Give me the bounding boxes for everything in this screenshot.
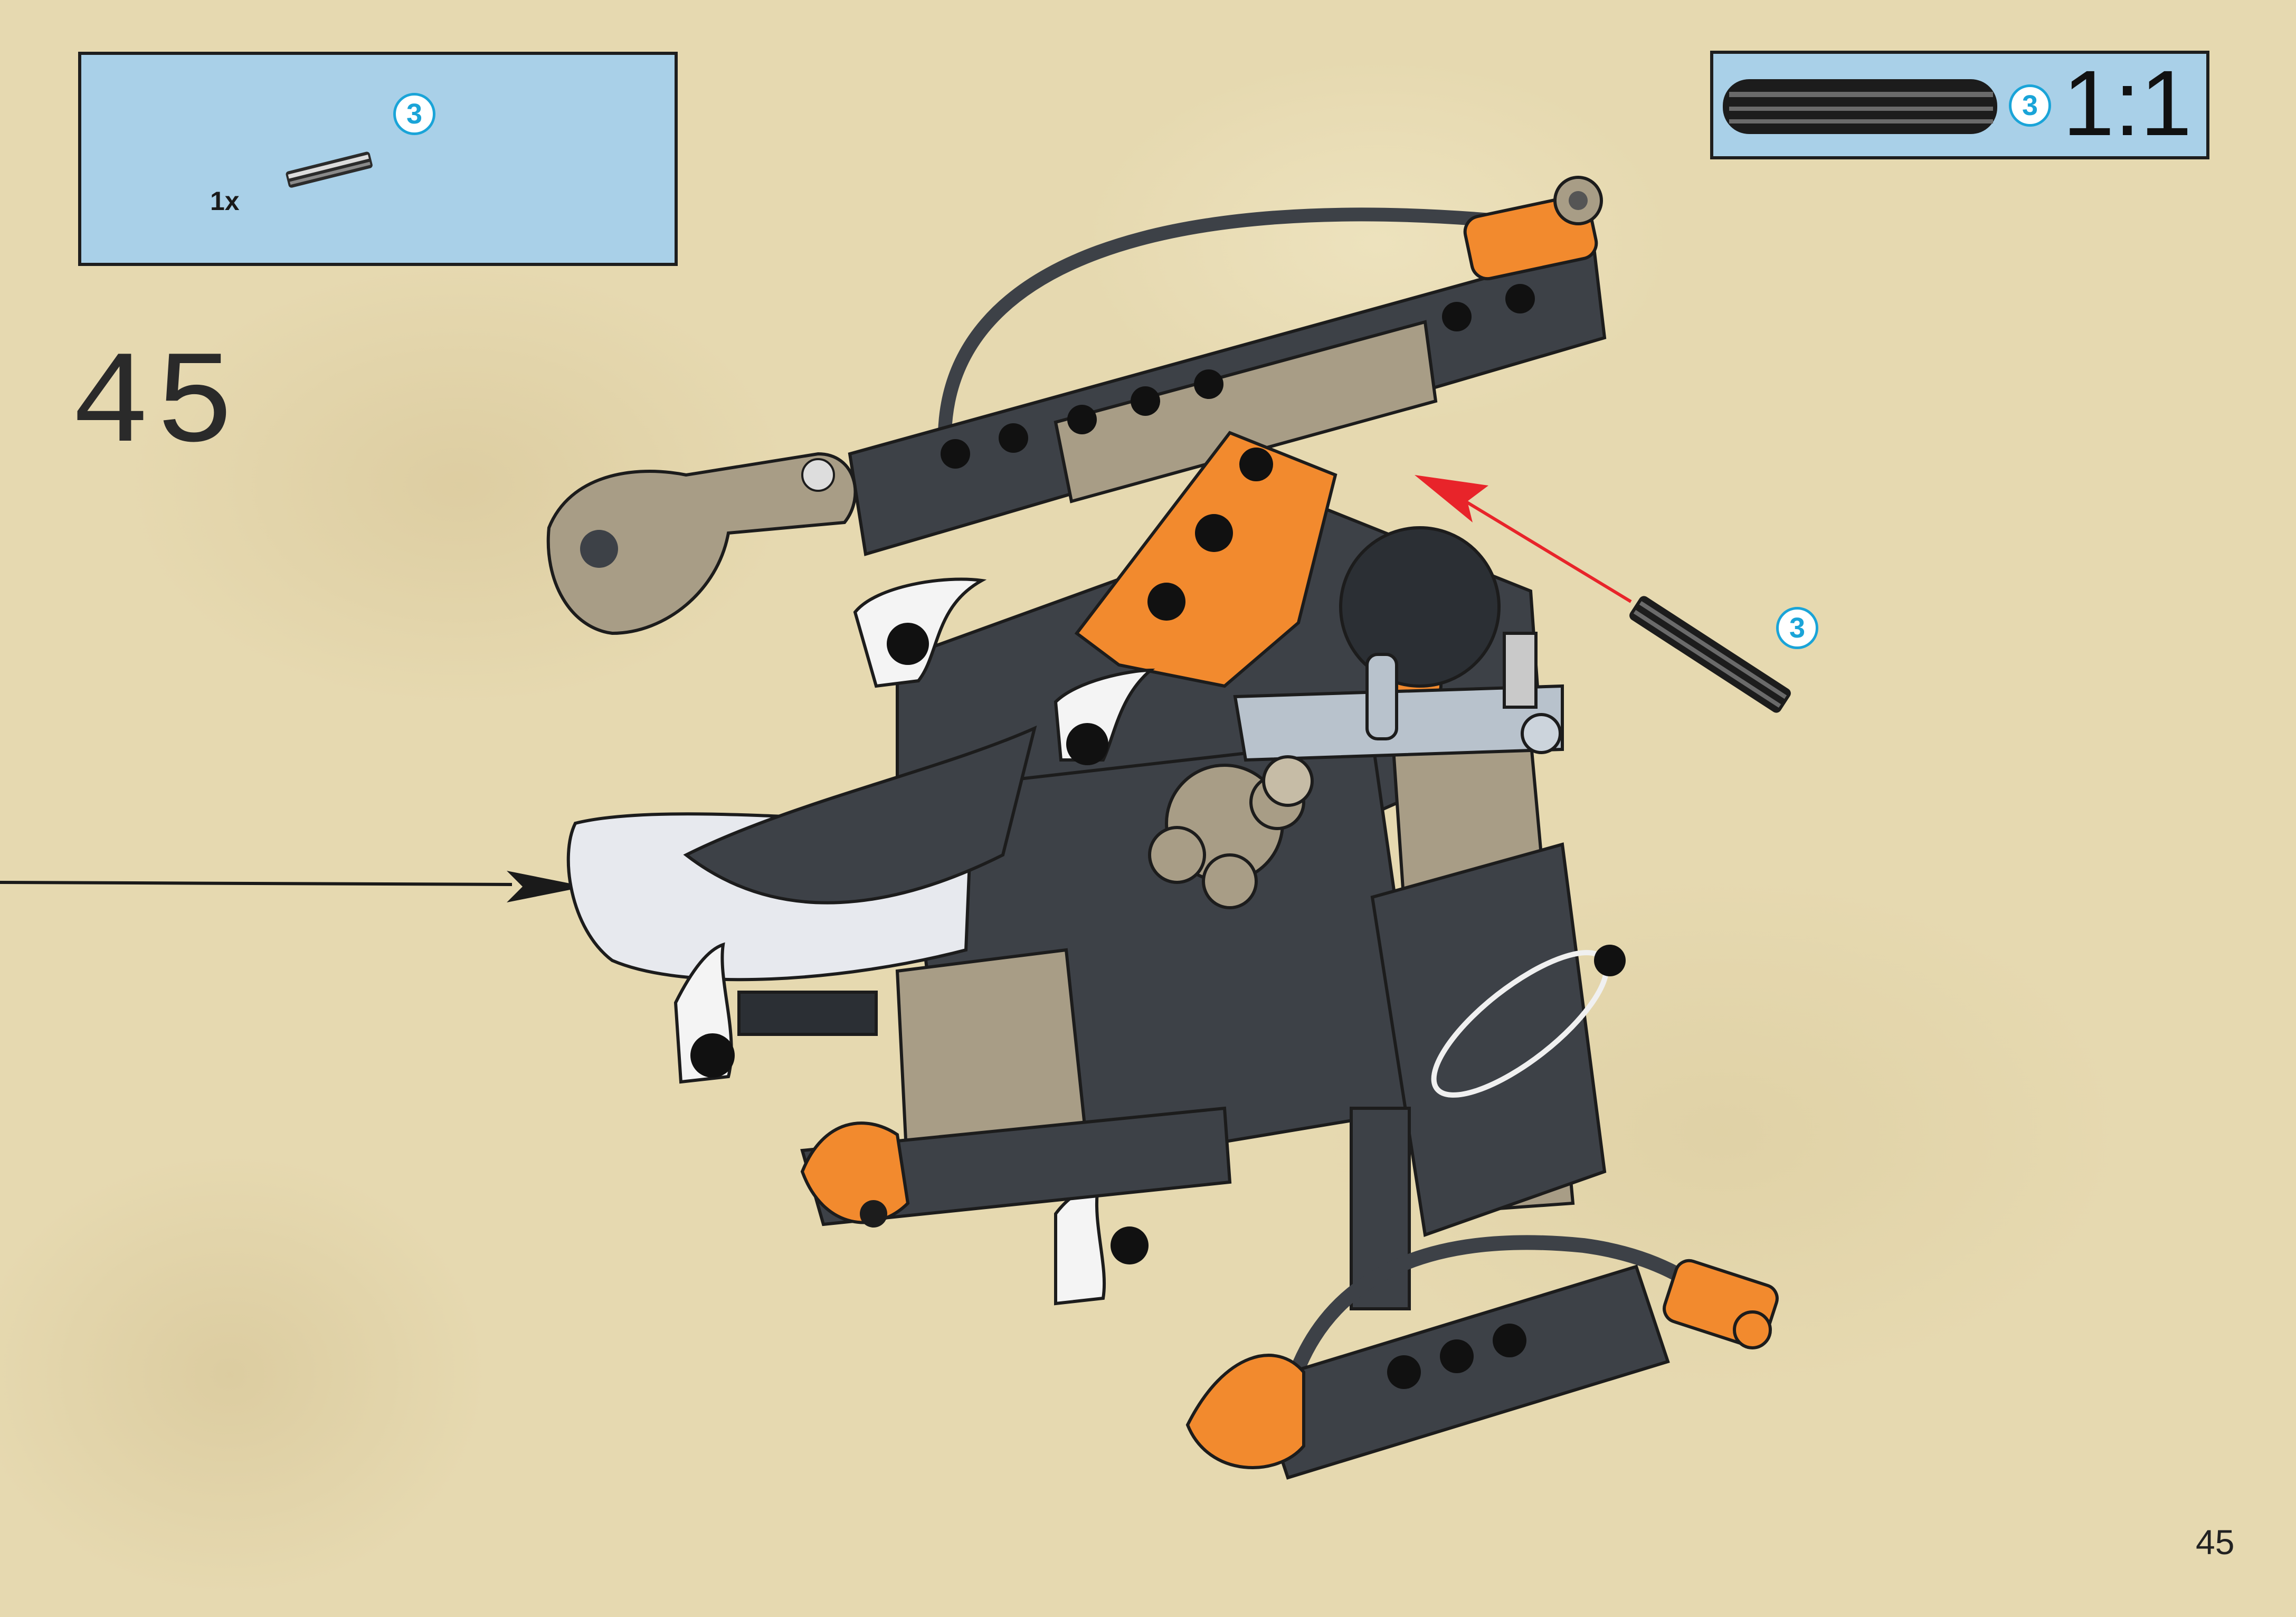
- axle-part-icon: [286, 151, 373, 188]
- scale-callout-badge: 3: [2009, 84, 2051, 127]
- gear: [1339, 526, 1501, 688]
- white-claws: [673, 577, 1155, 1306]
- transparent-blade: [566, 725, 1037, 982]
- parts-list-box: [78, 52, 678, 266]
- tan-claw-left: [546, 452, 857, 635]
- axle-scale-icon: [1723, 79, 1997, 134]
- part-quantity: 1x: [210, 186, 240, 216]
- pin-knob: [1594, 945, 1626, 976]
- insertion-arrow-red: [1415, 475, 1632, 603]
- insertion-arrow-left: [0, 871, 586, 902]
- top-beam: [848, 246, 1607, 556]
- orange-connector-top: [1463, 176, 1603, 281]
- gray-connector: [1233, 632, 1564, 762]
- step-callout-badge: 3: [1776, 607, 1818, 649]
- step-number: 45: [71, 331, 240, 481]
- left-foot: [800, 1106, 1232, 1228]
- new-axle-part: [1629, 596, 1791, 713]
- top-cable: [938, 207, 1516, 440]
- ball-joint-cluster: [1148, 755, 1314, 909]
- scale-reference-box: [1710, 51, 2209, 159]
- right-foot: [1185, 1235, 1779, 1480]
- parts-callout-badge: 3: [393, 93, 435, 135]
- page-number: 45: [2196, 1523, 2235, 1562]
- scale-ratio-label: 1:1: [2063, 52, 2192, 155]
